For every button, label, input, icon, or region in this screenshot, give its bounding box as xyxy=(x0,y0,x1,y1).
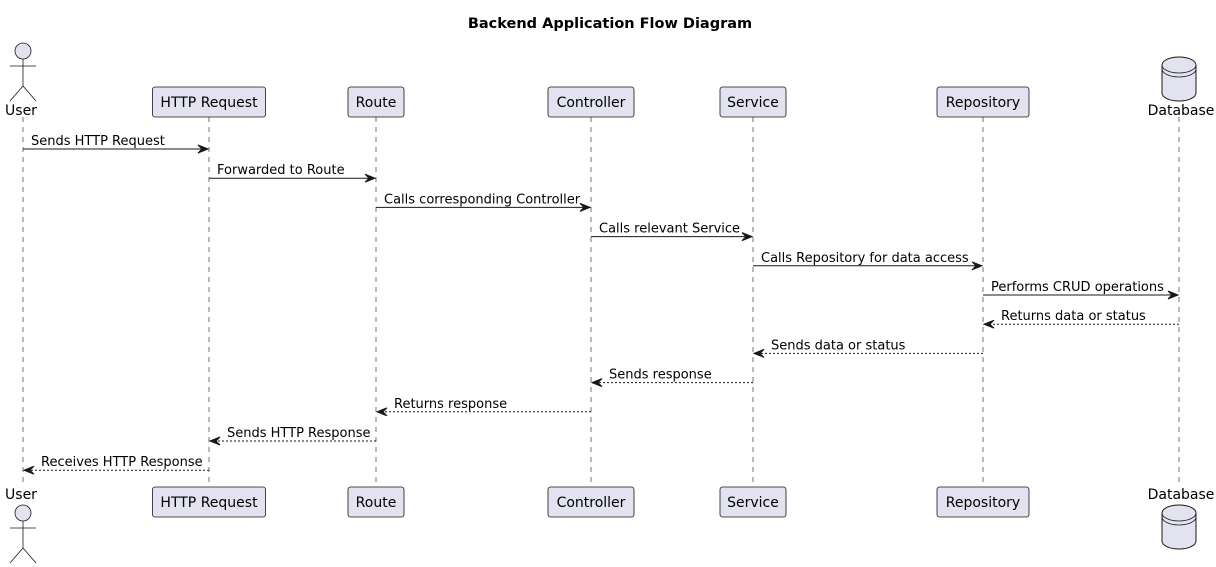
participant-label: Route xyxy=(356,95,397,111)
message-2: Forwarded to Route xyxy=(209,163,377,183)
message-label: Sends HTTP Response xyxy=(227,426,370,441)
message-4: Calls relevant Service xyxy=(591,222,754,242)
participant-route-bottom: Route xyxy=(347,486,405,518)
participant-box xyxy=(936,86,1030,118)
message-label: Calls relevant Service xyxy=(599,222,740,237)
participant-http-bottom: HTTP Request xyxy=(152,486,266,518)
message-label: Sends data or status xyxy=(771,338,906,353)
participant-label: HTTP Request xyxy=(160,495,258,511)
participant-service-top: Service xyxy=(719,86,787,118)
participant-box xyxy=(547,86,635,118)
participant-route-top: Route xyxy=(347,86,405,118)
message-label: Forwarded to Route xyxy=(217,163,345,178)
message-label: Returns data or status xyxy=(1001,309,1146,324)
participant-service-bottom: Service xyxy=(719,486,787,518)
participant-label: Service xyxy=(727,95,779,111)
arrowhead-icon xyxy=(752,348,765,358)
message-7: Returns data or status xyxy=(982,309,1179,329)
arrowhead-icon xyxy=(364,173,377,183)
participant-box xyxy=(347,86,405,118)
participant-label: Database xyxy=(1148,487,1215,503)
participant-user-bottom: User xyxy=(5,487,37,564)
message-12: Receives HTTP Response xyxy=(22,455,209,475)
participant-controller-bottom: Controller xyxy=(547,486,635,518)
message-label: Returns response xyxy=(394,397,507,412)
participant-box xyxy=(152,86,266,118)
participant-label: Service xyxy=(727,495,779,511)
actor-icon xyxy=(9,42,37,102)
message-label: Calls Repository for data access xyxy=(761,251,969,266)
participant-label: Database xyxy=(1148,103,1215,119)
arrowhead-icon xyxy=(590,378,603,388)
lifelines xyxy=(22,117,1180,487)
actor-icon xyxy=(9,504,37,564)
arrowhead-icon xyxy=(197,144,210,154)
database-icon xyxy=(1161,504,1197,550)
arrowhead-icon xyxy=(375,407,388,417)
message-label: Sends HTTP Request xyxy=(31,134,165,149)
participant-box xyxy=(719,86,787,118)
participant-label: Route xyxy=(356,495,397,511)
participant-label: HTTP Request xyxy=(160,95,258,111)
participant-box xyxy=(719,486,787,518)
message-5: Calls Repository for data access xyxy=(753,251,984,271)
arrowhead-icon xyxy=(208,436,221,446)
participant-database-bottom: Database xyxy=(1148,487,1215,550)
diagram-title: Backend Application Flow Diagram xyxy=(468,16,752,32)
database-icon xyxy=(1161,56,1197,102)
participant-label: Controller xyxy=(557,495,626,511)
participant-label: Repository xyxy=(946,495,1020,511)
message-label: Sends response xyxy=(609,368,712,383)
participant-label: Repository xyxy=(946,95,1020,111)
participant-http-top: HTTP Request xyxy=(152,86,266,118)
participant-controller-top: Controller xyxy=(547,86,635,118)
message-label: Calls corresponding Controller xyxy=(384,192,581,207)
message-1: Sends HTTP Request xyxy=(23,134,210,154)
arrowhead-icon xyxy=(741,232,754,242)
participant-repository-top: Repository xyxy=(936,86,1030,118)
message-6: Performs CRUD operations xyxy=(983,280,1180,300)
message-10: Returns response xyxy=(375,397,591,417)
arrowhead-icon xyxy=(971,261,984,271)
message-9: Sends response xyxy=(590,368,753,388)
participant-box xyxy=(936,486,1030,518)
arrowhead-icon xyxy=(22,465,35,475)
participant-box xyxy=(347,486,405,518)
message-3: Calls corresponding Controller xyxy=(376,192,592,212)
participant-label: User xyxy=(5,487,37,503)
arrowhead-icon xyxy=(579,202,592,212)
participant-label: Controller xyxy=(557,95,626,111)
arrowhead-icon xyxy=(1167,290,1180,300)
message-11: Sends HTTP Response xyxy=(208,426,376,446)
participant-repository-bottom: Repository xyxy=(936,486,1030,518)
participant-box xyxy=(547,486,635,518)
participants-top: User HTTP Request Route Controller Service Re… xyxy=(5,42,1215,119)
participant-database-top: Database xyxy=(1148,56,1215,119)
participant-user-top: User xyxy=(5,42,37,119)
arrowhead-icon xyxy=(982,319,995,329)
message-label: Receives HTTP Response xyxy=(41,455,203,470)
message-8: Sends data or status xyxy=(752,338,983,358)
participant-label: User xyxy=(5,103,37,119)
participant-box xyxy=(152,486,266,518)
message-label: Performs CRUD operations xyxy=(991,280,1164,295)
